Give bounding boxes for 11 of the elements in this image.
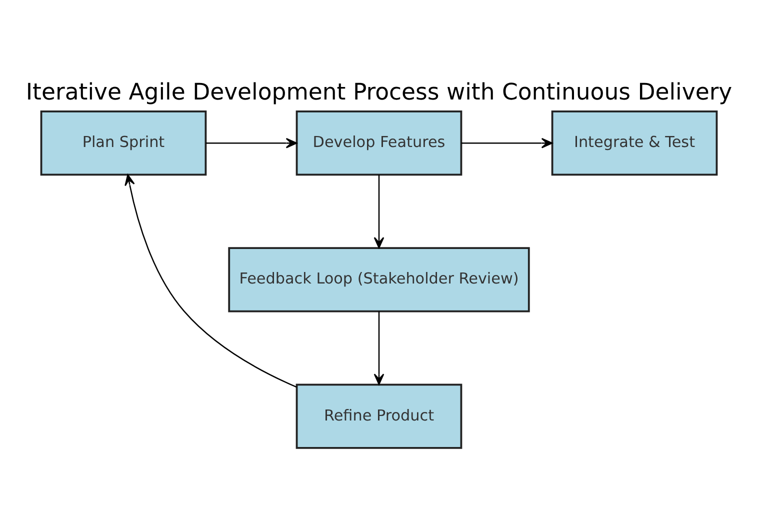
node-box: Refine Product: [296, 384, 462, 449]
arrow: [206, 138, 298, 148]
node-box: Integrate & Test: [551, 110, 718, 176]
node-box: Feedback Loop (Stakeholder Review): [228, 247, 530, 312]
arrow: [461, 138, 553, 148]
node-box: Plan Sprint: [40, 110, 207, 176]
arrow: [374, 174, 384, 248]
arrow: [374, 311, 384, 385]
arrow: [124, 174, 297, 388]
diagram-title: Iterative Agile Development Process with Continuous Delivery: [26, 79, 732, 106]
node-box: Develop Features: [296, 110, 462, 176]
